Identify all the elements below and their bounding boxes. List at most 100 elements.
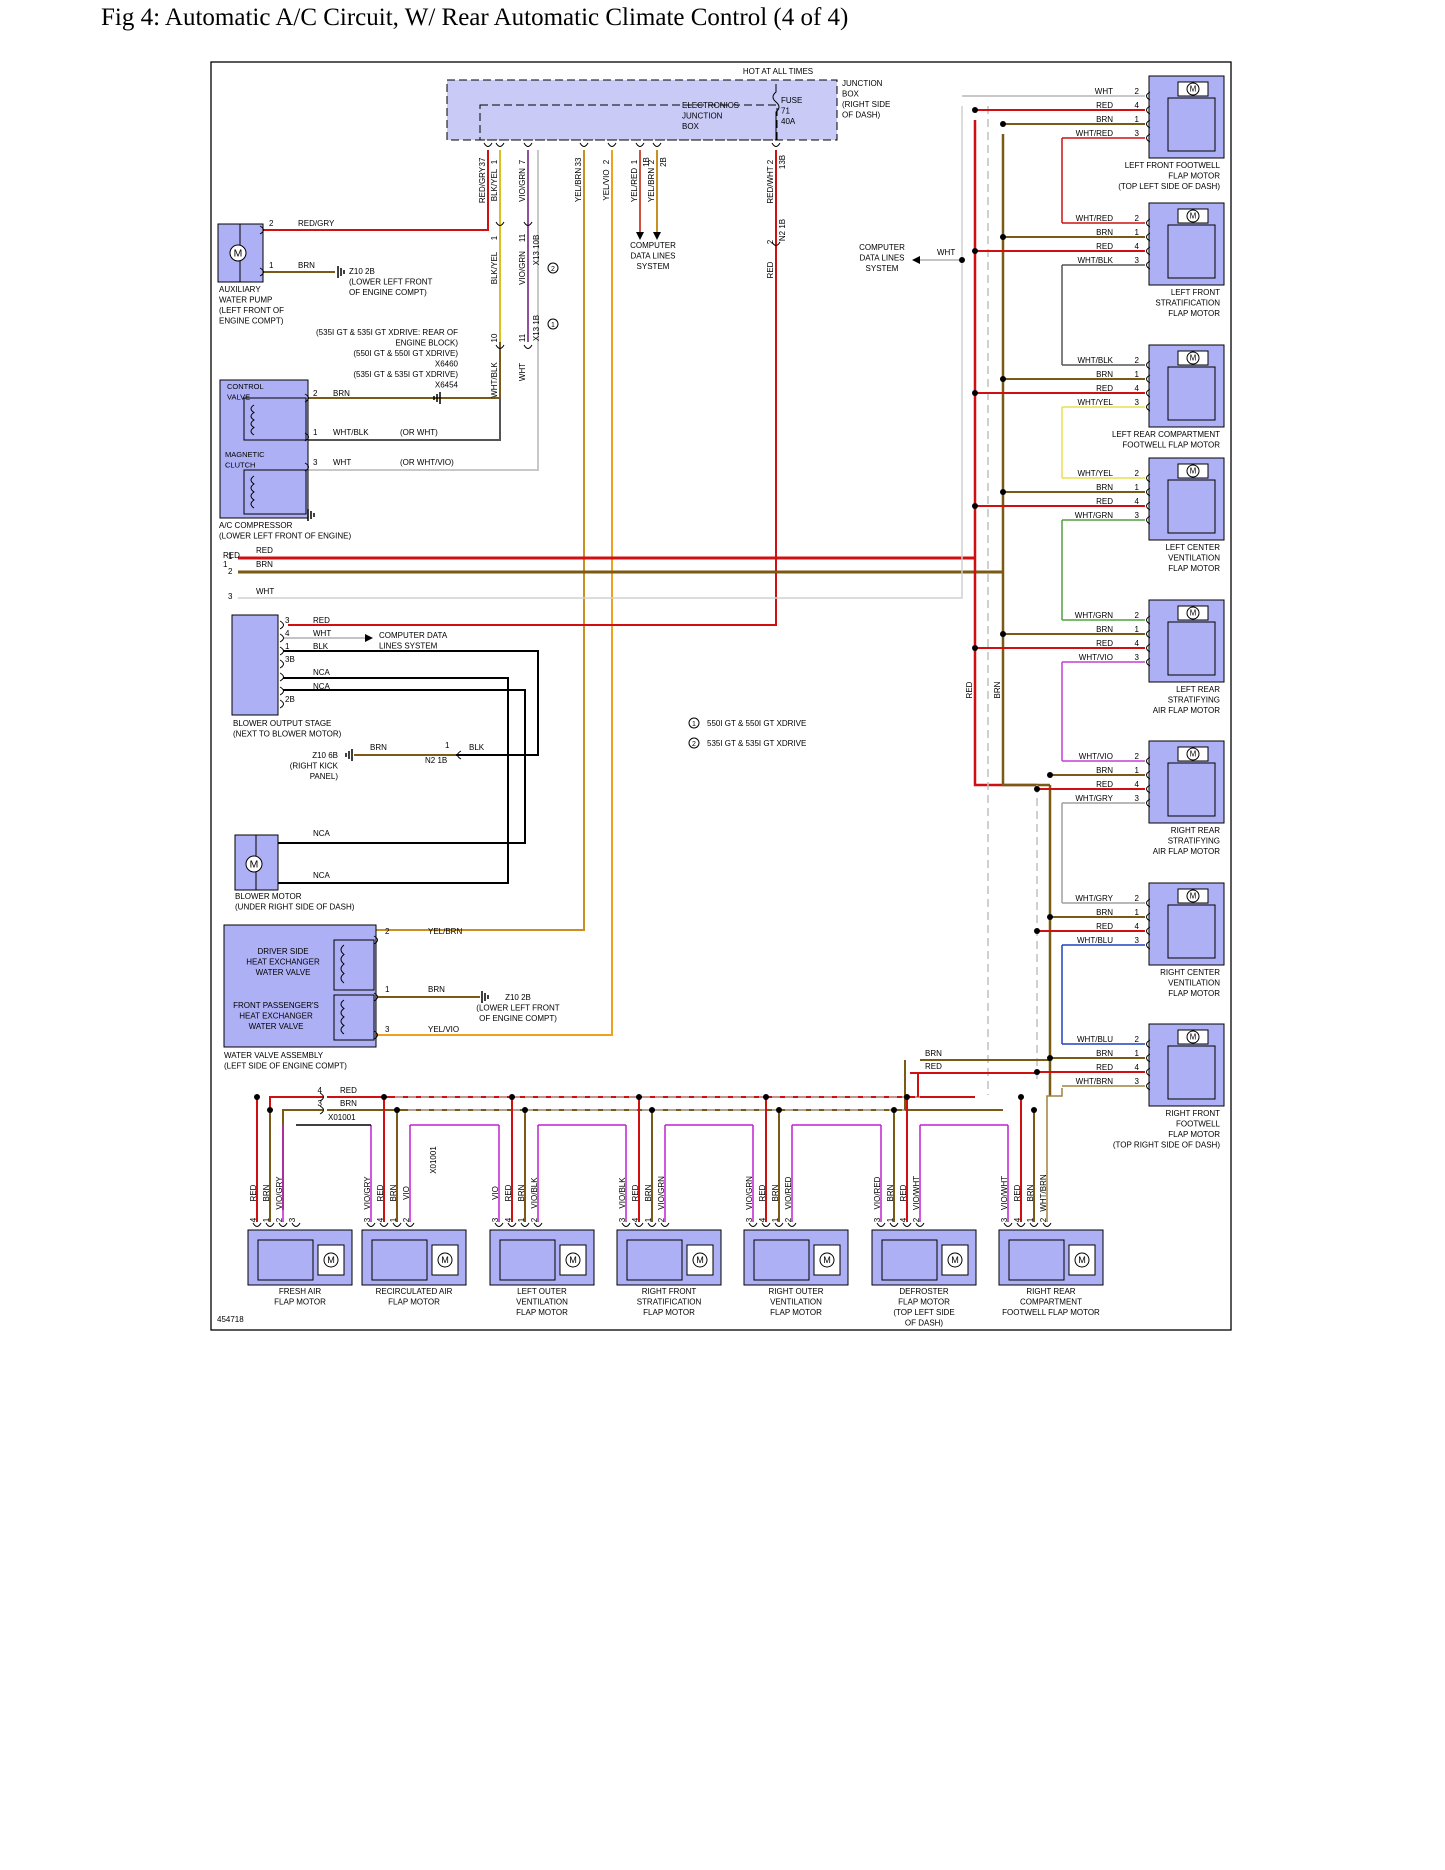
right-motor-label: AIR FLAP MOTOR <box>1153 706 1220 715</box>
wire-label: RED <box>504 1184 513 1201</box>
motor-icon: M <box>1190 85 1197 94</box>
wire-label: WHT <box>937 248 955 257</box>
flap-motor-icon <box>947 1252 963 1268</box>
right-motor-label: STRATIFICATION <box>1155 299 1220 308</box>
connector-terminal <box>507 1222 517 1227</box>
right-motor-label: FOOTWELL FLAP MOTOR <box>1122 441 1220 450</box>
wire-label: WHT/RED <box>1076 129 1114 138</box>
cds-label: DATA LINES <box>630 252 675 261</box>
connector-terminal <box>483 142 493 147</box>
wire-label: RED <box>340 1086 357 1095</box>
connector-terminal <box>902 1222 912 1227</box>
valve-coil-icon <box>340 999 345 1035</box>
legend-number: 1 <box>692 721 696 728</box>
bottom-motor-label: FLAP MOTOR <box>898 1298 950 1307</box>
connector-terminal <box>787 1222 797 1227</box>
wire-label: BLK <box>313 642 329 651</box>
right-motor-label: FLAP MOTOR <box>1168 564 1220 573</box>
pin-number: 1 <box>1135 908 1140 917</box>
bottom-motor-label: RIGHT FRONT <box>642 1287 697 1296</box>
clutch-coil-icon <box>250 475 255 509</box>
note-marker <box>547 318 559 330</box>
wire-label: VIO <box>402 1186 411 1200</box>
jb-pin-number: 37 <box>478 157 487 166</box>
ground-label: (RIGHT KICK <box>290 762 339 771</box>
connector-terminal <box>1042 1222 1052 1227</box>
right-motor-label: FLAP MOTOR <box>1168 989 1220 998</box>
flap-motor-icon <box>1186 82 1200 96</box>
ground-icon <box>345 749 353 761</box>
jb-wire-label: YEL/RED <box>630 168 639 202</box>
pin-number: 2 <box>1135 469 1140 478</box>
wire-label: RED <box>631 1184 640 1201</box>
pin-number: 1 <box>771 1217 780 1222</box>
connector-terminal <box>1146 629 1151 639</box>
bottom-motor-label: FLAP MOTOR <box>388 1298 440 1307</box>
connector-terminal <box>1146 105 1151 115</box>
ground-icon <box>307 509 315 521</box>
passenger-water-valve <box>333 994 375 1041</box>
connector-terminal <box>279 620 284 630</box>
bottom-motor-label: FLAP MOTOR <box>516 1308 568 1317</box>
splice-dot <box>904 1094 910 1100</box>
wire-nca <box>278 689 526 844</box>
passenger-valve-label: HEAT EXCHANGER <box>239 1012 313 1021</box>
blower-motor-label: (UNDER RIGHT SIDE OF DASH) <box>235 903 355 912</box>
flap-motor-icon <box>437 1252 453 1268</box>
jb-connector-id: 2B <box>659 157 668 167</box>
flap-motor-body <box>1167 366 1216 421</box>
connector-terminal <box>607 142 617 147</box>
motor-icon: M <box>1190 609 1197 618</box>
pin-number: 3 <box>1135 256 1140 265</box>
pin-number: 2 <box>784 1217 793 1222</box>
water-valve-assembly <box>223 924 377 1048</box>
wire-yel-brn <box>375 150 585 931</box>
pin-number: 3 <box>1135 129 1140 138</box>
wire-label: WHT/GRN <box>1075 611 1113 620</box>
connector-terminal <box>889 1222 899 1227</box>
water-valve-label: (LEFT SIDE OF ENGINE COMPT) <box>224 1062 347 1071</box>
connector-terminal <box>523 344 533 349</box>
connector-terminal <box>621 1222 631 1227</box>
bottom-motor-label: RECIRCULATED AIR <box>376 1287 453 1296</box>
ground-label: (LOWER LEFT FRONT <box>349 278 433 287</box>
pin-number: 3 <box>745 1217 754 1222</box>
motor-icon: M <box>1190 750 1197 759</box>
wire-wht <box>308 150 539 471</box>
connector-terminal <box>1146 1053 1151 1063</box>
connector-terminal <box>1146 374 1151 384</box>
pin-number: 4 <box>1013 1217 1022 1222</box>
jb-wire-label: VIO/GRN <box>518 168 527 202</box>
connector-terminal <box>379 1222 389 1227</box>
splice-dot <box>1034 928 1040 934</box>
pin-number: 4 <box>899 1217 908 1222</box>
connector-terminal <box>1146 898 1151 908</box>
flap-motor-icon <box>692 1252 708 1268</box>
wire-label: VIO/GRN <box>518 251 527 285</box>
motor-icon: M <box>234 249 243 260</box>
connector-terminal <box>523 142 533 147</box>
pin-number: 4 <box>1135 101 1140 110</box>
jb-wire-label: YEL/BRN <box>574 168 583 202</box>
blower-motor-icon <box>245 855 263 873</box>
connector-terminal <box>405 1222 415 1227</box>
clutch-label: CLUTCH <box>225 461 255 470</box>
wire-label: BRN <box>1096 115 1113 124</box>
fuse-icon <box>772 84 780 140</box>
pin-number: 3 <box>228 592 233 601</box>
pin-number: 1 <box>269 261 274 270</box>
connector-terminal <box>1146 119 1151 129</box>
flap-motor-body <box>753 1239 810 1281</box>
connector-terminal <box>366 1222 376 1227</box>
connector-terminal <box>876 1222 886 1227</box>
ground-label: Z10 6B <box>312 751 338 760</box>
connector-id: X01001 <box>328 1113 356 1122</box>
wire-red-wht <box>288 150 777 626</box>
connector-terminal <box>1029 1222 1039 1227</box>
wire-label: WHT/RED <box>1076 214 1114 223</box>
connector-id: X13 10B <box>532 235 541 266</box>
wire-label: BRN <box>1096 370 1113 379</box>
pin-number: 11 <box>518 233 527 242</box>
water-valve-label: WATER VALVE ASSEMBLY <box>224 1051 324 1060</box>
pin-number: 3 <box>285 616 290 625</box>
